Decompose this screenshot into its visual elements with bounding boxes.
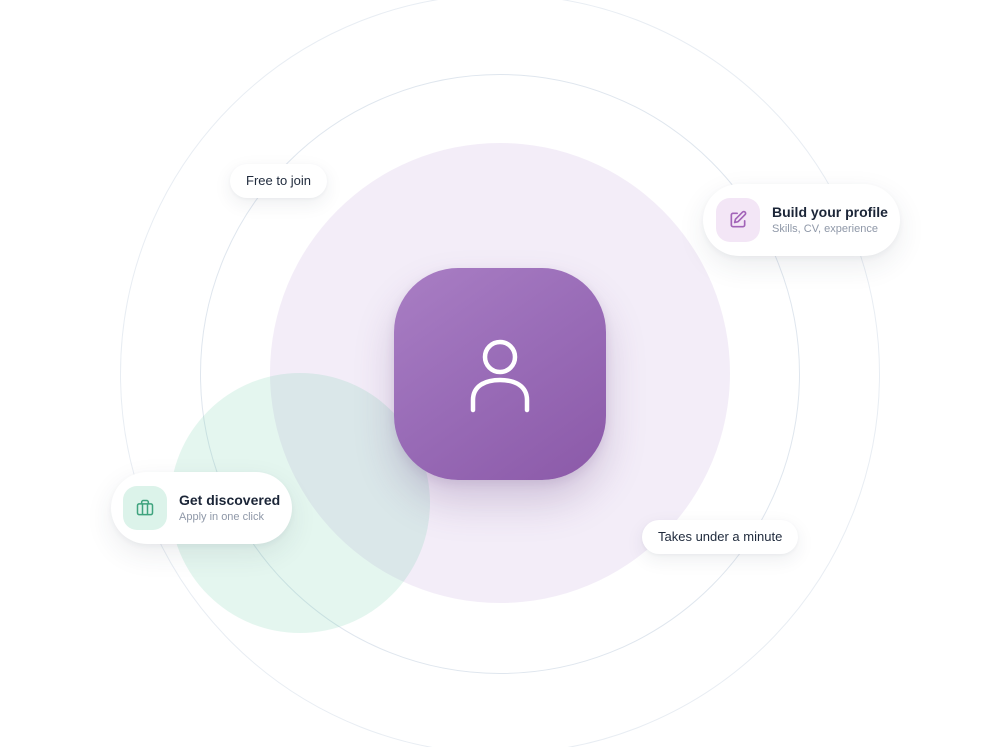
- takes-under-a-minute-label: Takes under a minute: [658, 529, 783, 544]
- build-profile-title: Build your profile: [772, 204, 888, 220]
- inner-orbit-ring: [200, 74, 800, 674]
- outer-orbit-ring: [120, 0, 880, 747]
- get-discovered-title: Get discovered: [179, 492, 281, 508]
- free-to-join-label: Free to join: [246, 173, 312, 188]
- build-profile-subtitle: Skills, CV, experience: [772, 223, 878, 235]
- build-profile-card: Build your profile Skills, CV, experienc…: [703, 184, 900, 256]
- edit-icon: [730, 210, 747, 228]
- briefcase-icon: [136, 499, 154, 516]
- build-profile-icon-tile: [716, 198, 760, 242]
- get-discovered-text: Get discovered Apply in one click: [179, 491, 280, 525]
- takes-under-a-minute-badge: Takes under a minute: [642, 520, 799, 554]
- free-to-join-badge: Free to join: [230, 164, 328, 198]
- get-discovered-subtitle: Apply in one click: [179, 511, 264, 523]
- user-icon: [470, 339, 530, 413]
- get-discovered-card: Get discovered Apply in one click: [111, 472, 292, 544]
- user-avatar-tile: [394, 268, 606, 480]
- build-profile-text: Build your profile Skills, CV, experienc…: [772, 203, 888, 237]
- get-discovered-icon-tile: [123, 486, 167, 530]
